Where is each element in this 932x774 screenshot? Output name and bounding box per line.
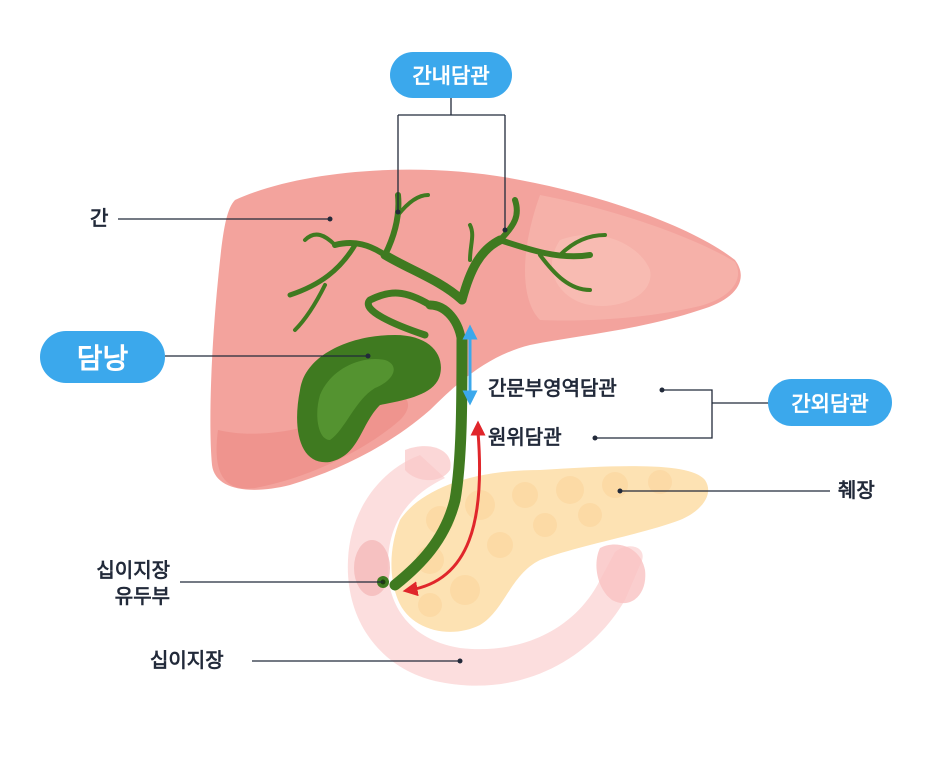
distal-duct-label: 원위담관 <box>488 425 562 449</box>
duodenum-label: 십이지장 <box>150 648 224 672</box>
ampulla-label-line2: 유두부 <box>114 584 170 608</box>
distal-arrow <box>402 431 482 597</box>
ampulla-label-line1: 십이지장 <box>96 558 170 582</box>
pancreas-shape <box>391 466 709 632</box>
liver-label: 간 <box>90 206 109 230</box>
leader-lines <box>118 98 830 662</box>
liver-shape <box>210 169 741 490</box>
bile-duct-tree <box>287 192 607 591</box>
duodenum-shape <box>347 446 646 686</box>
pancreas-label: 췌장 <box>838 478 875 502</box>
extrahepatic-duct-pill: 간외담관 <box>768 379 892 426</box>
gallbladder-pill: 담낭 <box>40 331 165 383</box>
leader-dots <box>327 209 665 664</box>
intrahepatic-duct-pill: 간내담관 <box>390 52 512 98</box>
perihilar-duct-label: 간문부영역담관 <box>488 376 617 400</box>
ampulla-opening <box>354 540 390 596</box>
gallbladder-shape <box>297 335 441 463</box>
